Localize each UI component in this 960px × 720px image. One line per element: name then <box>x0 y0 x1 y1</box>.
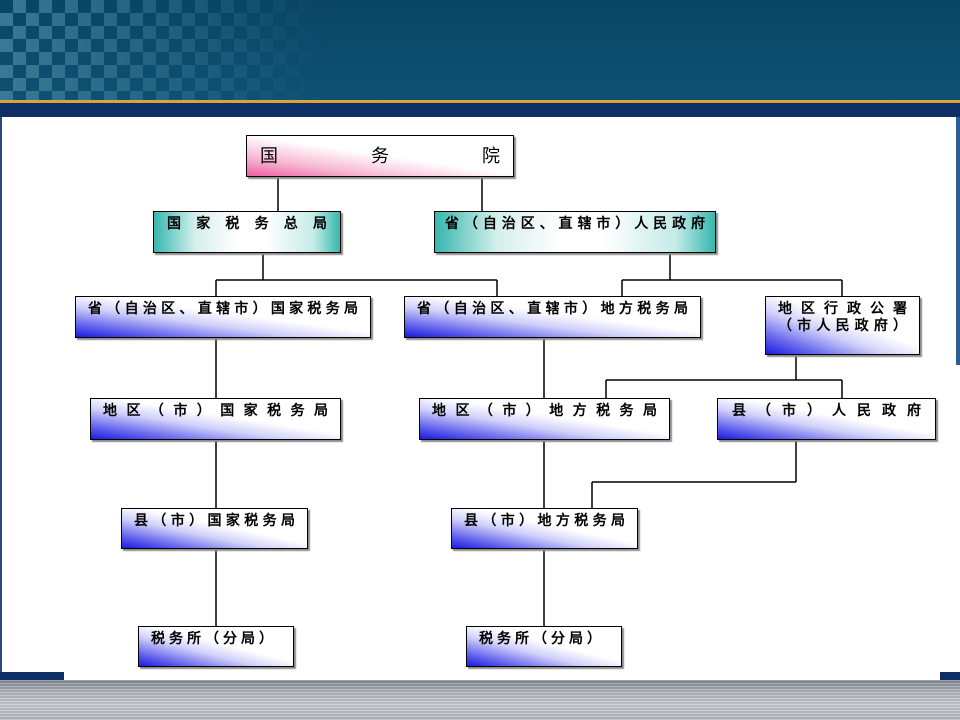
slide-footer <box>0 680 960 720</box>
node-label: 税务所（分局） <box>479 630 605 646</box>
header-accent-line <box>0 100 960 103</box>
right-edge-strip <box>956 117 960 365</box>
node-prefecture-local-tax-bureau: 地区（市）地方税务局 <box>419 398 670 440</box>
node-label: 县（市）人民政府 <box>732 402 921 418</box>
header-checker-pattern <box>0 0 380 100</box>
node-label: 地区（市）地方税务局 <box>432 402 657 418</box>
node-label: 县（市）国家税务局 <box>134 512 295 528</box>
node-label: 县（市）地方税务局 <box>464 512 625 528</box>
node-county-national-tax-bureau: 县（市）国家税务局 <box>121 508 308 549</box>
node-label: 省（自治区、直辖市）国家税务局 <box>88 300 358 316</box>
footer-bar-right <box>940 672 960 680</box>
header-band <box>0 103 960 117</box>
node-label: 国务院 <box>260 146 500 166</box>
node-label: 税务所（分局） <box>151 630 277 646</box>
slide-header <box>0 0 960 100</box>
node-prefecture-office: 地区行政公署 （市人民政府） <box>765 296 920 355</box>
node-label: 国家税务总局 <box>167 215 327 231</box>
node-label: 省（自治区、直辖市）地方税务局 <box>417 300 688 316</box>
node-label: 地区（市）国家税务局 <box>103 402 328 418</box>
node-prefecture-national-tax-bureau: 地区（市）国家税务局 <box>90 398 341 440</box>
node-state-council: 国务院 <box>246 135 514 177</box>
footer-bar-left <box>0 672 64 680</box>
node-label-line2: （市人民政府） <box>778 317 907 333</box>
node-provincial-government: 省（自治区、直辖市）人民政府 <box>434 211 716 253</box>
node-county-government: 县（市）人民政府 <box>717 398 936 440</box>
node-label-line1: 地区行政公署 <box>778 300 907 316</box>
node-provincial-national-tax-bureau: 省（自治区、直辖市）国家税务局 <box>75 296 371 338</box>
node-state-tax-administration: 国家税务总局 <box>153 211 341 253</box>
node-national-tax-station: 税务所（分局） <box>138 626 294 667</box>
node-provincial-local-tax-bureau: 省（自治区、直辖市）地方税务局 <box>404 296 701 338</box>
node-label: 省（自治区、直辖市）人民政府 <box>445 215 705 231</box>
node-county-local-tax-bureau: 县（市）地方税务局 <box>451 508 638 549</box>
node-local-tax-station: 税务所（分局） <box>466 626 622 667</box>
